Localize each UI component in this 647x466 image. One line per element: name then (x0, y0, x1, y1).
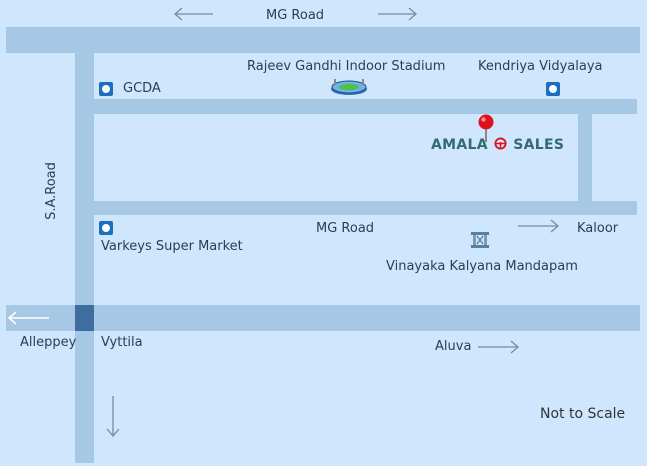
label-stadium: Rajeev Gandhi Indoor Stadium (247, 59, 446, 74)
arrow-icon (518, 219, 559, 233)
steering-wheel-icon (494, 137, 507, 150)
arrow-icon (7, 311, 49, 325)
map-pin-icon (478, 114, 494, 142)
vertical-road-label: S.A.Road (44, 162, 59, 220)
middle-road-label: MG Road (316, 221, 375, 236)
business-name: AMALA SALES (431, 137, 564, 153)
arrow-icon (378, 7, 417, 21)
label-kaloor: Kaloor (577, 221, 619, 236)
label-aluva: Aluva (435, 339, 472, 354)
poi-marker-icon (546, 82, 560, 96)
middle-road (94, 201, 637, 215)
vertical-road (75, 53, 94, 463)
label-alleppey: Alleppey (20, 335, 77, 350)
top-road (6, 27, 640, 53)
stadium-icon (331, 79, 367, 95)
arrow-icon (478, 340, 519, 354)
business-name-left: AMALA (431, 137, 488, 153)
label-gcda: GCDA (123, 81, 161, 96)
label-varkeys: Varkeys Super Market (101, 239, 243, 254)
label-kendriya: Kendriya Vidyalaya (478, 59, 603, 74)
arrow-icon (106, 396, 120, 437)
poi-marker-icon (99, 82, 113, 96)
junction-vyttila (75, 305, 94, 331)
scale-note: Not to Scale (540, 406, 626, 422)
business-name-right: SALES (513, 137, 565, 153)
label-vyttila: Vyttila (101, 335, 143, 350)
inner-road-right (578, 114, 592, 201)
bottom-road (6, 305, 640, 331)
poi-marker-icon (99, 221, 113, 235)
arrow-icon (174, 7, 213, 21)
label-vinayaka: Vinayaka Kalyana Mandapam (386, 259, 578, 274)
inner-road-upper (94, 99, 637, 114)
building-icon (471, 232, 489, 248)
top-road-label: MG Road (266, 8, 325, 23)
